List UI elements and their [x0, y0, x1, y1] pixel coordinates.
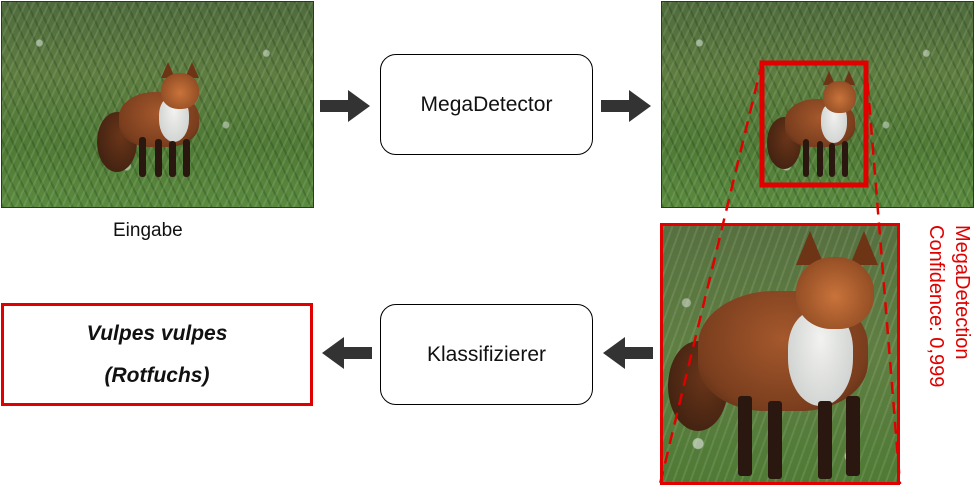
arrow-left-icon [603, 337, 653, 369]
result-common-name: (Rotfuchs) [104, 363, 210, 387]
bounding-box [759, 60, 869, 188]
fox-figure [767, 67, 867, 182]
cropped-image [660, 223, 900, 485]
input-caption: Eingabe [113, 220, 183, 241]
result-species: Vulpes vulpes [86, 321, 228, 345]
detection-image [661, 1, 974, 208]
classification-result: Vulpes vulpes (Rotfuchs) [1, 303, 313, 406]
projection-line [658, 62, 764, 485]
megadetector-box: MegaDetector [380, 54, 593, 155]
detection-label-line1: MegaDetection [951, 225, 973, 360]
projection-line [864, 62, 902, 485]
detection-confidence-label: MegaDetection Confidence: 0,999 [903, 225, 975, 450]
arrow-left-icon [322, 337, 372, 369]
detection-label-line2: Confidence: 0,999 [925, 225, 947, 388]
fox-figure [97, 57, 217, 182]
arrow-right-icon [601, 90, 651, 122]
arrow-right-icon [320, 90, 370, 122]
input-image [1, 1, 314, 208]
classifier-box: Klassifizierer [380, 304, 593, 405]
fox-figure [668, 231, 897, 482]
